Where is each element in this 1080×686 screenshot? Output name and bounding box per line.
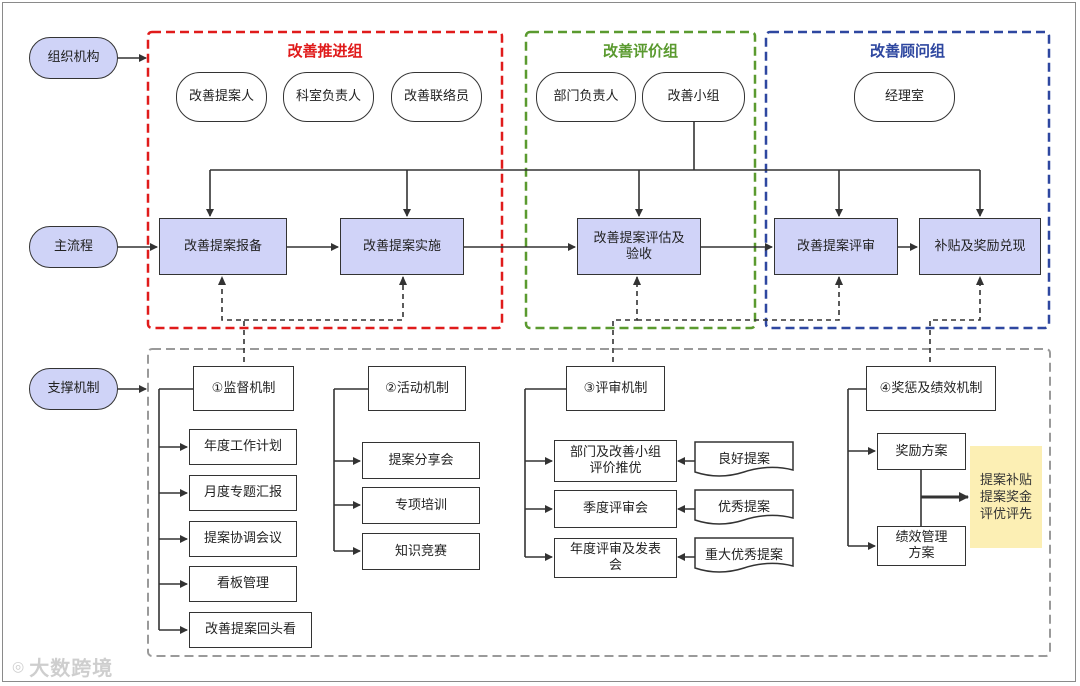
review-item: 部门及改善小组评价推优 <box>554 440 677 482</box>
watermark-logo-icon: ◎ <box>12 658 26 675</box>
activity-item: 专项培训 <box>362 487 480 524</box>
role-liaison: 改善联络员 <box>391 72 482 122</box>
supervise-item: 提案协调会议 <box>189 521 297 557</box>
group-advisor-title: 改善顾问组 <box>869 42 945 60</box>
role-improve-team: 改善小组 <box>642 72 745 122</box>
row-label-org: 组织机构 <box>29 37 118 79</box>
reward-item: 奖励方案 <box>877 433 966 470</box>
role-manager-office: 经理室 <box>854 72 955 122</box>
mech-review-title: ③评审机制 <box>566 366 665 411</box>
process-implement: 改善提案实施 <box>340 218 464 275</box>
process-report: 改善提案报备 <box>159 218 287 275</box>
supervise-item: 年度工作计划 <box>189 429 297 465</box>
watermark: ◎ 大数跨境 <box>12 652 113 681</box>
doc-major: 重大优秀提案 <box>704 547 783 563</box>
doc-good: 良好提案 <box>717 451 770 467</box>
watermark-text: 大数跨境 <box>29 656 114 680</box>
process-review: 改善提案评审 <box>774 218 898 275</box>
doc-excellent: 优秀提案 <box>717 499 770 515</box>
activity-item: 知识竞赛 <box>362 533 480 570</box>
group-promote-box <box>146 30 504 330</box>
mech-reward-title: ④奖惩及绩效机制 <box>866 366 996 411</box>
supervise-item: 看板管理 <box>189 566 297 602</box>
row-label-main: 主流程 <box>29 226 118 268</box>
group-evaluate-title: 改善评价组 <box>602 42 678 60</box>
doc-excellent-shape <box>694 489 794 525</box>
review-item: 季度评审会 <box>554 490 677 528</box>
mech-activity-title: ②活动机制 <box>368 366 466 411</box>
activity-item: 提案分享会 <box>362 442 480 479</box>
reward-note: 提案补贴提案奖金评优评先 <box>970 446 1042 548</box>
group-promote-title: 改善推进组 <box>287 42 363 60</box>
group-advisor-box <box>764 30 1051 330</box>
support-box <box>147 348 1051 657</box>
role-dept-head: 部门负责人 <box>536 72 636 122</box>
role-proposer: 改善提案人 <box>176 72 267 122</box>
doc-major-shape <box>694 537 794 573</box>
supervise-item: 月度专题汇报 <box>189 475 297 511</box>
role-section-head: 科室负责人 <box>283 72 374 122</box>
group-evaluate-box <box>524 30 757 330</box>
process-reward: 补贴及奖励兑现 <box>919 218 1041 275</box>
supervise-item: 改善提案回头看 <box>189 612 312 648</box>
doc-good-shape <box>694 441 794 477</box>
reward-item: 绩效管理方案 <box>877 526 966 566</box>
process-evaluate-accept: 改善提案评估及验收 <box>577 218 701 275</box>
review-item: 年度评审及发表会 <box>554 538 677 578</box>
mech-supervise-title: ①监督机制 <box>193 366 294 411</box>
row-label-support: 支撑机制 <box>29 368 118 410</box>
